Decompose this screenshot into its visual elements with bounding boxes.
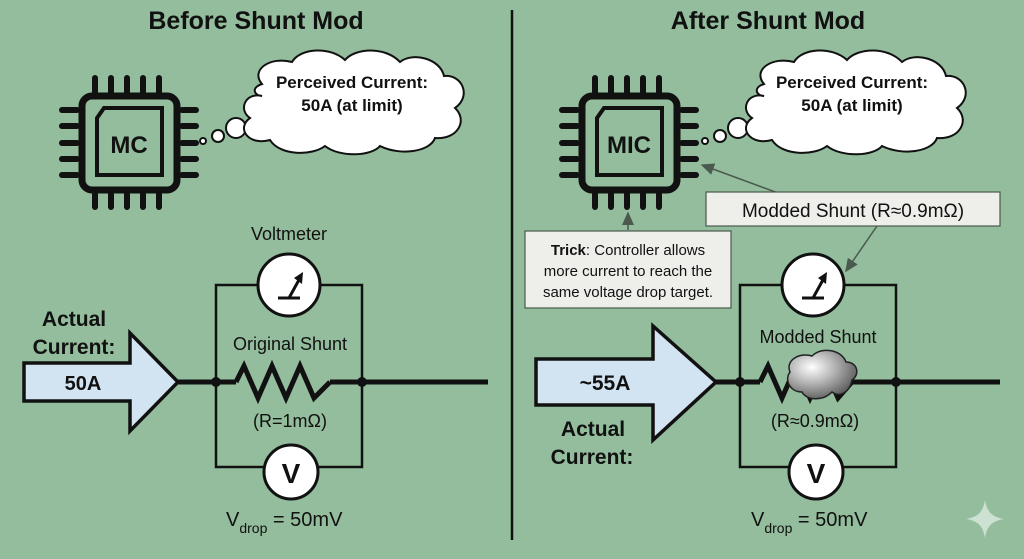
shunt-label: Modded Shunt <box>759 327 876 347</box>
actual-current-value: ~55A <box>580 372 631 395</box>
thought-line-1: Perceived Current: <box>776 73 928 92</box>
junction-node <box>891 377 901 387</box>
analog-meter-icon <box>256 252 322 318</box>
junction-node <box>357 377 367 387</box>
trick-bold: Trick <box>551 242 587 259</box>
shunt-circuit <box>738 283 898 469</box>
vdrop-v: V <box>226 509 240 531</box>
before-panel: Before Shunt Mod MC Perceived Current: 5… <box>22 7 488 536</box>
thought-line-1: Perceived Current: <box>276 73 428 92</box>
chip-label: MIC <box>607 132 651 159</box>
thought-bubble <box>701 49 967 156</box>
before-title: Before Shunt Mod <box>148 7 363 35</box>
resistance-value: (R=1mΩ) <box>253 411 327 431</box>
trick-note-box <box>524 230 732 309</box>
shunt-circuit <box>214 283 364 469</box>
microcontroller-chip-icon <box>59 75 199 210</box>
resistance-value: (R≈0.9mΩ) <box>771 411 859 431</box>
thought-bubble <box>199 49 465 156</box>
chip-label: MC <box>110 132 147 159</box>
vdrop-subscript: drop <box>239 520 267 536</box>
trick-line-1-rest: : Controller allows <box>586 242 705 259</box>
trick-line-1: Trick: Controller allows <box>551 242 705 259</box>
vdrop-subscript: drop <box>764 520 792 536</box>
vdrop-value: = 50mV <box>267 509 343 531</box>
current-arrow-icon <box>22 328 181 436</box>
current-arrow-icon <box>534 322 719 444</box>
trick-line-2: more current to reach the <box>544 263 712 280</box>
voltmeter-letter: V <box>282 458 301 489</box>
modded-shunt-callout <box>705 191 1001 227</box>
callout-arrow <box>700 163 779 194</box>
voltmeter-letter: V <box>807 458 826 489</box>
solder-blob-icon <box>786 349 858 400</box>
vdrop-readout: Vdrop = 50mV <box>226 509 343 536</box>
analog-meter-icon <box>780 252 846 318</box>
vdrop-readout: Vdrop = 50mV <box>751 509 868 536</box>
vdrop-value: = 50mV <box>792 509 868 531</box>
actual-current-label-2: Current: <box>33 336 116 359</box>
shunt-label: Original Shunt <box>233 334 347 354</box>
voltmeter-icon <box>262 443 320 501</box>
after-panel: After Shunt Mod MIC Perceived Current: 5… <box>524 7 1001 536</box>
modded-shunt-callout-text: Modded Shunt (R≈0.9mΩ) <box>742 201 964 222</box>
actual-current-label-1: Actual <box>561 418 625 441</box>
actual-current-label-1: Actual <box>42 308 106 331</box>
voltmeter-icon <box>787 443 845 501</box>
vdrop-v: V <box>751 509 765 531</box>
microcontroller-chip-icon <box>559 75 699 210</box>
after-title: After Shunt Mod <box>671 7 865 35</box>
actual-current-value: 50A <box>65 373 102 395</box>
thought-line-2: 50A (at limit) <box>301 96 402 115</box>
callout-arrow <box>845 225 878 273</box>
actual-current-label-2: Current: <box>551 446 634 469</box>
resistor-icon <box>233 359 332 405</box>
trick-line-3: same voltage drop target. <box>543 284 713 301</box>
thought-line-2: 50A (at limit) <box>801 96 902 115</box>
voltmeter-label: Voltmeter <box>251 224 327 244</box>
junction-node <box>211 377 221 387</box>
sparkle-icon <box>966 500 1004 538</box>
junction-node <box>735 377 745 387</box>
